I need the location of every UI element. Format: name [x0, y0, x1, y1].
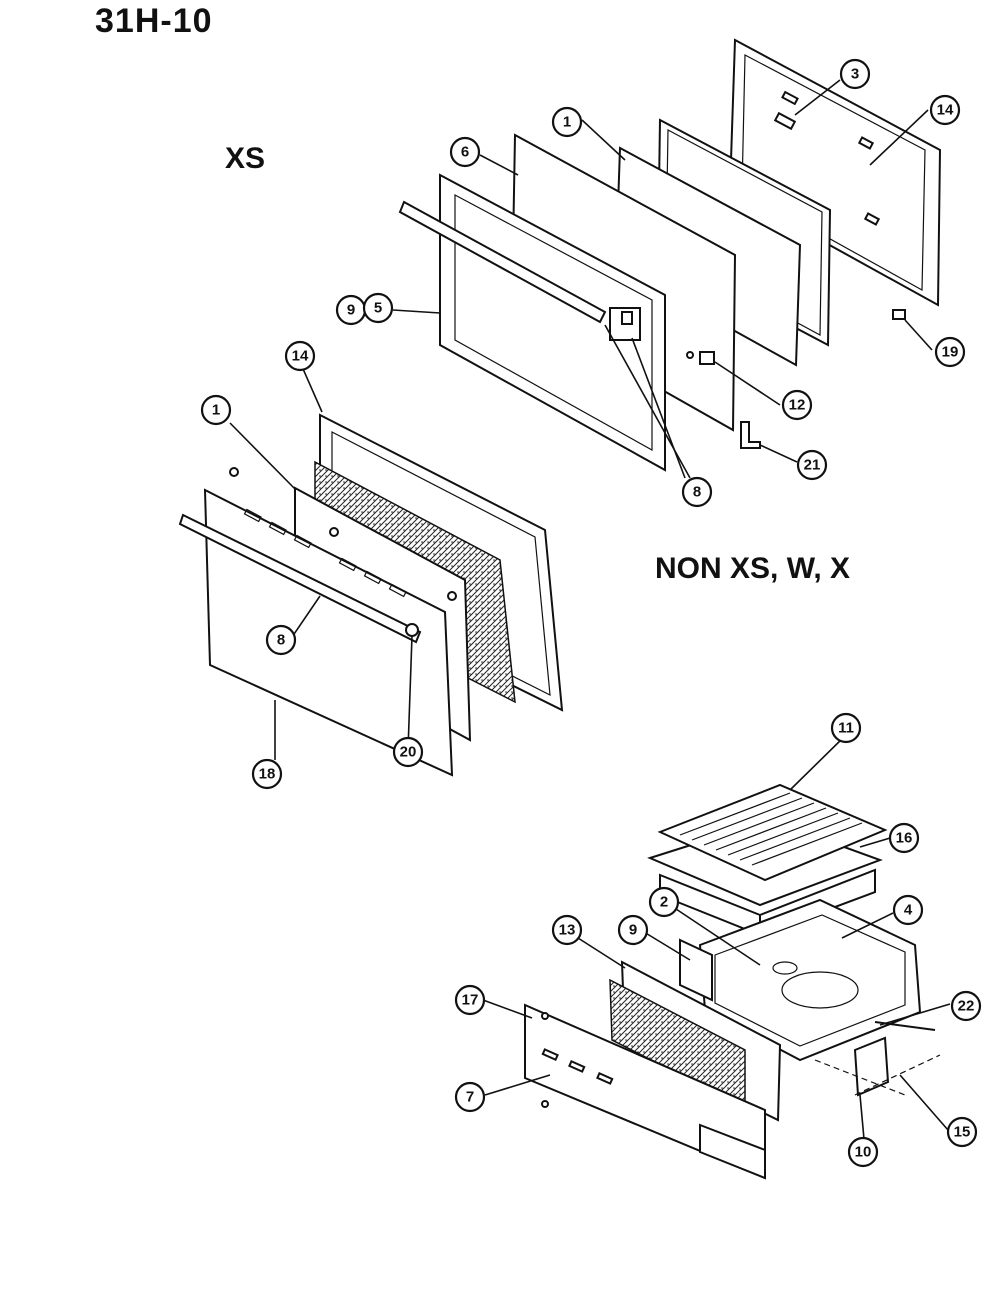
- svg-text:14: 14: [937, 102, 954, 119]
- screw-19: [892, 309, 906, 320]
- drawer-side-9: [679, 938, 713, 1002]
- callout-21: 21: [796, 449, 828, 481]
- non-xs-oven-door-assembly: [178, 413, 564, 777]
- callout-19: 19: [934, 336, 966, 368]
- svg-text:13: 13: [559, 922, 576, 939]
- broiler-grid: [657, 783, 888, 882]
- callout-9-nonxs: 9: [617, 914, 649, 946]
- svg-text:6: 6: [461, 144, 469, 161]
- callout-13: 13: [551, 914, 583, 946]
- svg-text:2: 2: [660, 894, 668, 911]
- callout-8-nonxs: 8: [265, 624, 297, 656]
- door-frame: [439, 173, 666, 472]
- leader-lines: [229, 79, 951, 1151]
- callout-17: 17: [454, 984, 486, 1016]
- svg-text:16: 16: [896, 830, 913, 847]
- callout-bubbles: 1 3 14 6 9 5 8 12 19 21 14 1 8 20 18 11 …: [200, 58, 982, 1168]
- non-xs-label: NON XS, W, X: [655, 552, 851, 585]
- callout-8-xs: 8: [681, 476, 713, 508]
- svg-text:14: 14: [292, 348, 309, 365]
- broiler-drawer-assembly: [524, 783, 941, 1180]
- drawer-side-10: [853, 1036, 890, 1097]
- svg-text:11: 11: [838, 720, 854, 737]
- callout-5: 5: [362, 292, 394, 324]
- callout-12: 12: [781, 389, 813, 421]
- svg-text:17: 17: [462, 992, 479, 1009]
- svg-text:7: 7: [466, 1089, 474, 1106]
- xs-oven-door-assembly: [398, 38, 942, 472]
- callout-9-xs: 9: [335, 294, 367, 326]
- bracket-21: [740, 421, 761, 449]
- callout-20: 20: [392, 736, 424, 768]
- callout-10: 10: [847, 1136, 879, 1168]
- svg-text:19: 19: [942, 344, 959, 361]
- handle-8: [178, 513, 422, 644]
- svg-text:9: 9: [629, 922, 637, 939]
- svg-text:3: 3: [851, 66, 859, 83]
- svg-text:1: 1: [212, 402, 220, 419]
- svg-text:22: 22: [958, 998, 975, 1015]
- callout-11: 11: [830, 712, 862, 744]
- svg-text:9: 9: [347, 302, 355, 319]
- callout-1-nonxs: 1: [200, 394, 232, 426]
- callout-22: 22: [950, 990, 982, 1022]
- svg-text:20: 20: [400, 744, 417, 761]
- door-clip: [699, 351, 715, 365]
- callout-18: 18: [251, 758, 283, 790]
- callout-1-xs: 1: [551, 106, 583, 138]
- svg-text:8: 8: [277, 632, 285, 649]
- callout-6: 6: [449, 136, 481, 168]
- svg-text:1: 1: [563, 114, 571, 131]
- door-handle: [398, 200, 607, 324]
- page-title: 31H-10: [95, 2, 213, 40]
- svg-text:21: 21: [804, 457, 821, 474]
- callout-4: 4: [892, 894, 924, 926]
- callout-14-nonxs: 14: [284, 340, 316, 372]
- door-liner-back: [728, 38, 942, 307]
- svg-text:4: 4: [904, 902, 913, 919]
- callout-14-xs: 14: [929, 94, 961, 126]
- svg-text:15: 15: [954, 1124, 971, 1141]
- svg-text:5: 5: [374, 300, 382, 317]
- svg-text:12: 12: [789, 397, 806, 414]
- svg-text:8: 8: [693, 484, 701, 501]
- svg-text:18: 18: [259, 766, 276, 783]
- xs-label: XS: [225, 142, 266, 175]
- callout-16: 16: [888, 822, 920, 854]
- svg-text:10: 10: [855, 1144, 872, 1161]
- callout-2: 2: [648, 886, 680, 918]
- callout-15: 15: [946, 1116, 978, 1148]
- callout-7: 7: [454, 1081, 486, 1113]
- callout-3: 3: [839, 58, 871, 90]
